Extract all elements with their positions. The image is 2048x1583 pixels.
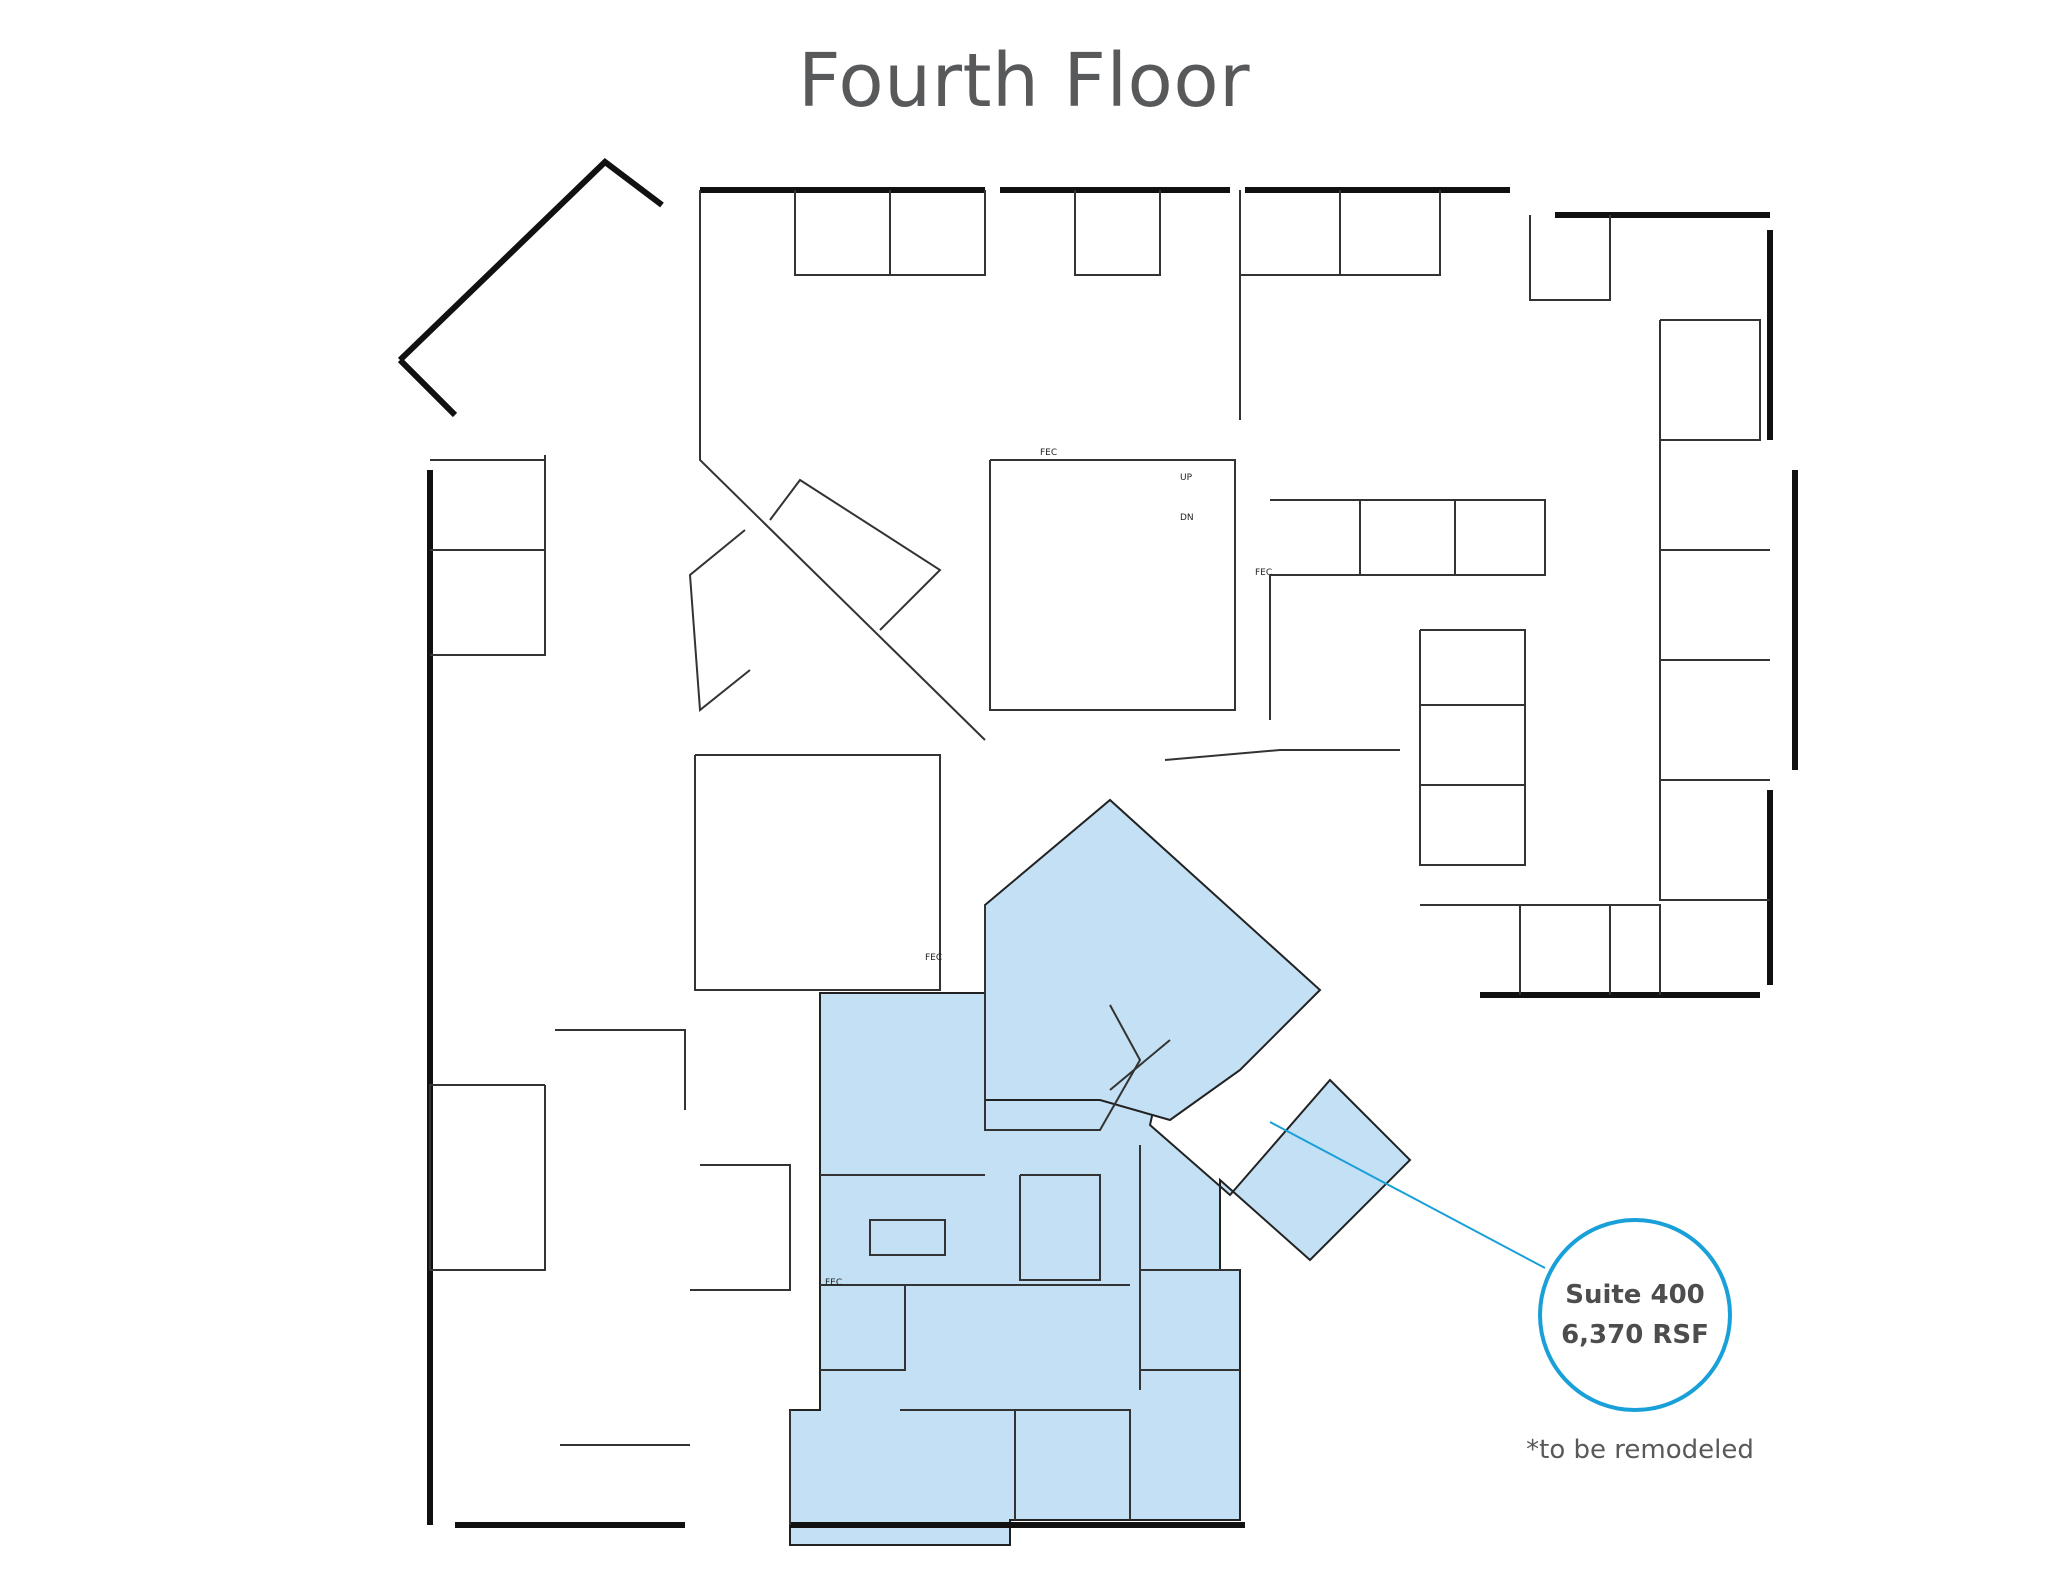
interior-walls (429, 190, 1770, 1525)
suite-name: Suite 400 (1565, 1280, 1705, 1310)
fec-label: FEC (1040, 448, 1057, 458)
suite-area: 6,370 RSF (1561, 1320, 1709, 1350)
dn-label: DN (1180, 513, 1194, 523)
fec-label: FEC (825, 1278, 842, 1288)
room-labels: FEC FEC FEC FEC UP DN (825, 448, 1272, 1288)
suite-400-walls (820, 905, 1240, 1520)
remodel-note: *to be remodeled (1526, 1435, 1754, 1465)
suite-400-area[interactable] (789, 798, 1412, 1546)
suite-leader-line (1269, 1121, 1546, 1269)
suite-400-callout[interactable]: Suite 400 6,370 RSF (1538, 1218, 1732, 1412)
building-outline (397, 158, 1798, 1528)
fec-label: FEC (925, 953, 942, 963)
up-label: UP (1180, 473, 1193, 483)
fec-label: FEC (1255, 568, 1272, 578)
page-title: Fourth Floor (797, 38, 1251, 124)
